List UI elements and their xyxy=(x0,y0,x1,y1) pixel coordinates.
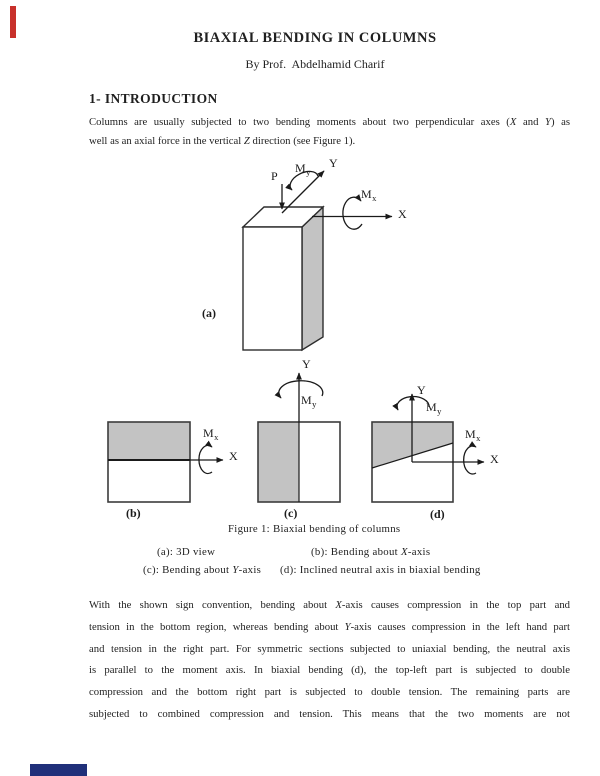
mx-label-d: Mx xyxy=(465,427,481,443)
mx-moment-arc-d xyxy=(463,441,477,475)
body-line: compression and the bottom right part is… xyxy=(89,686,570,699)
x-axis-label-3d: X xyxy=(398,207,407,221)
intro-paragraph: Columns are usually subjected to two ben… xyxy=(89,113,570,151)
neutral-axis-d xyxy=(371,442,454,469)
subfigure-b-tag: (b) xyxy=(126,506,141,520)
my-label-c: My xyxy=(301,393,317,409)
mx-moment-arc-3d xyxy=(342,194,363,230)
figure-caption: Figure 1: Biaxial bending of columns xyxy=(228,523,401,535)
body-line: is parallel to the moment axis. In biaxi… xyxy=(89,664,570,677)
caption-c: (c): Bending about Y-axis xyxy=(143,564,262,576)
my-moment-arc-d xyxy=(392,395,430,411)
body-line: tension in the bottom region, whereas be… xyxy=(89,620,570,633)
top-left-red-mark xyxy=(10,6,16,38)
prism-top-face xyxy=(241,206,325,228)
force-p-label: P xyxy=(271,169,278,183)
subfigure-a-tag: (a) xyxy=(202,306,216,320)
y-axis-label-d: Y xyxy=(417,383,426,397)
x-axis-label-b: X xyxy=(229,449,238,463)
mx-label-3d: Mx xyxy=(361,187,377,203)
body-line: With the shown sign convention, bending … xyxy=(89,599,571,611)
document-title: BIAXIAL BENDING IN COLUMNS xyxy=(193,30,437,46)
section-d-compression-zone xyxy=(372,422,453,468)
prism-front-face xyxy=(242,226,303,351)
document-author: By Prof. Abdelhamid Charif xyxy=(245,57,385,71)
x-axis-label-d: X xyxy=(490,452,499,466)
section-c-compression-zone xyxy=(258,422,299,502)
intro-line: Columns are usually subjected to two ben… xyxy=(89,116,570,128)
intro-line: well as an axial force in the vertical Z… xyxy=(89,135,356,148)
prism-side-face xyxy=(301,205,324,352)
caption-d: (d): Inclined neutral axis in biaxial be… xyxy=(280,564,481,576)
y-axis-3d xyxy=(281,170,325,214)
bottom-left-blue-mark xyxy=(30,764,87,776)
body-line: and tension in the right part. For symme… xyxy=(89,642,570,655)
subfigure-d-tag: (d) xyxy=(430,507,445,521)
prism-3d xyxy=(241,205,325,352)
body-paragraph: With the shown sign convention, bending … xyxy=(89,595,570,726)
caption-b: (b): Bending about X-axis xyxy=(311,546,431,558)
mx-moment-arc-b xyxy=(198,440,213,475)
caption-a: (a): 3D view xyxy=(157,546,216,558)
my-label-3d: My xyxy=(295,161,311,177)
mx-label-b: Mx xyxy=(203,426,219,442)
body-line: subjected to combined compression and te… xyxy=(89,707,570,720)
y-axis-label-c: Y xyxy=(302,357,311,371)
section-c-square xyxy=(257,421,341,503)
section-d-square xyxy=(371,421,454,503)
y-axis-label-3d: Y xyxy=(329,156,338,170)
my-label-d: My xyxy=(426,400,442,416)
section-b-square xyxy=(107,421,191,503)
section-heading: 1- INTRODUCTION xyxy=(89,91,218,106)
subfigure-c-tag: (c) xyxy=(284,506,298,520)
section-b-compression-zone xyxy=(108,422,190,460)
